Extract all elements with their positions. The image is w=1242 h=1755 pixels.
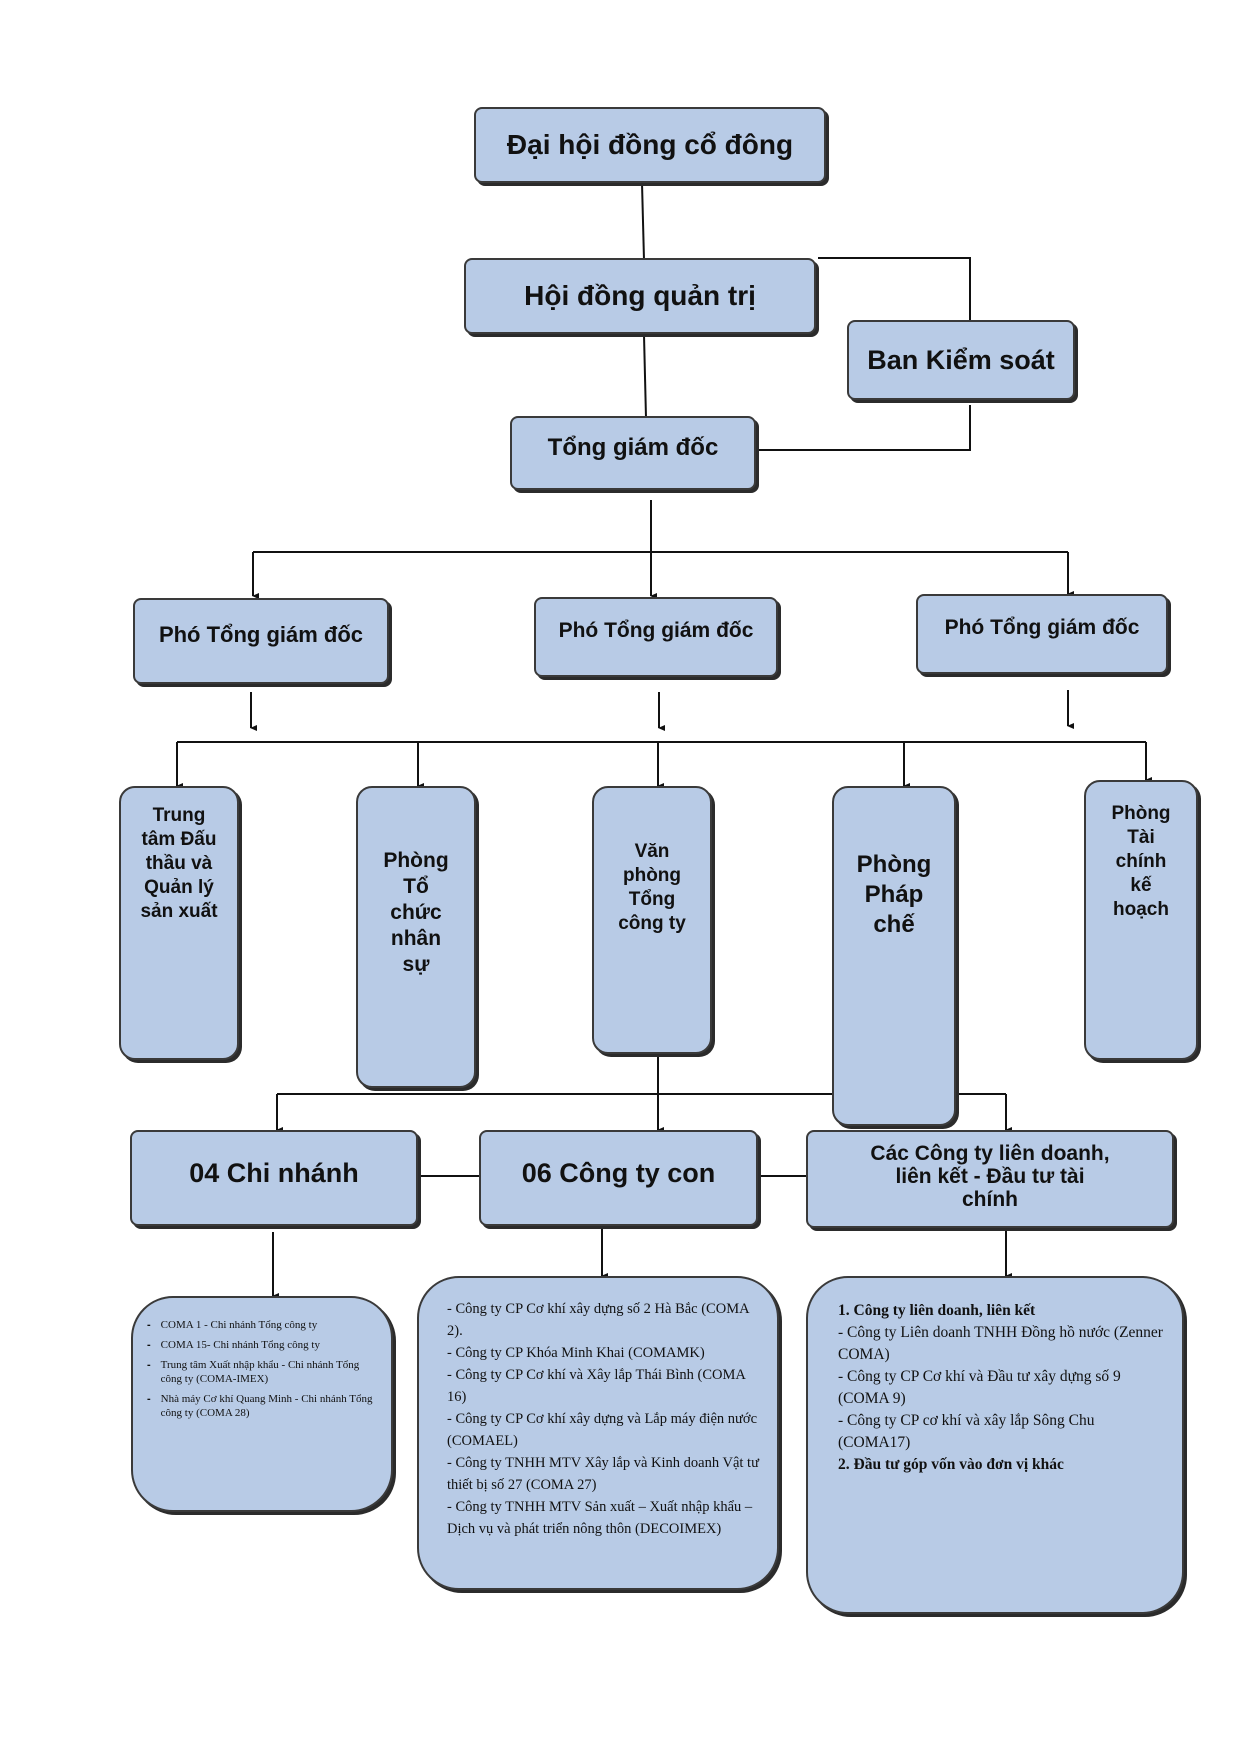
joint-heading-2: 2. Đầu tư góp vốn vào đơn vị khác [838,1456,1064,1473]
dept-personnel-line-2: Tổ [403,875,429,898]
node-joint-line-1: Các Công ty liên doanh, [870,1142,1110,1165]
node-vp-left: Phó Tổng giám đốc [133,598,389,684]
dept-legal-line-2: Pháp [864,881,924,908]
node-joint-line-2: liên kết - Đầu tư tài [895,1165,1085,1188]
branch-item-4: -Nhà máy Cơ khí Quang Minh - Chi nhánh T… [147,1393,373,1419]
subsidiary-item-1: - Công ty CP Cơ khí xây dựng số 2 Hà Bắc… [447,1301,749,1339]
node-supervisory: Ban Kiểm soát [847,320,1075,400]
node-vp-right-label: Phó Tổng giám đốc [944,616,1140,639]
subsidiary-item-3: - Công ty CP Cơ khí và Xây lắp Thái Bình… [447,1367,746,1405]
dept-bidding-line-4: Quản lý [144,877,214,898]
dept-bidding-production: Trung tâm Đấu thầu và Quản lý sản xuất [119,786,239,1060]
dept-bidding-line-1: Trung [152,805,206,826]
node-branches: 04 Chi nhánh [130,1130,418,1226]
dept-legal-line-3: chế [873,911,915,938]
node-subsidiaries: 06 Công ty con [479,1130,758,1226]
node-joint-ventures: Các Công ty liên doanh, liên kết - Đầu t… [806,1130,1174,1228]
branch-item-1: -COMA 1 - Chi nhánh Tổng công ty [147,1319,318,1331]
dept-bidding-line-5: sản xuất [140,901,218,922]
dept-finance-line-5: hoạch [1113,899,1169,920]
dept-office-line-4: công ty [618,913,686,934]
node-vp-center: Phó Tổng giám đốc [534,597,778,677]
branches-list-panel: -COMA 1 - Chi nhánh Tổng công ty -COMA 1… [131,1296,393,1512]
dept-finance-line-4: kế [1130,875,1152,896]
dept-personnel-line-1: Phòng [383,849,449,872]
dept-personnel-line-3: chức [390,901,442,924]
branch-item-2: -COMA 15- Chi nhánh Tổng công ty [147,1339,320,1351]
dept-finance-line-1: Phòng [1111,803,1171,824]
joint-list: 1. Công ty liên doanh, liên kết - Công t… [838,1300,1164,1476]
node-vp-center-label: Phó Tổng giám đốc [558,619,754,642]
node-supervisory-label: Ban Kiểm soát [867,344,1055,375]
dept-office-line-3: Tổng [628,889,676,910]
dept-bidding-line-2: tâm Đấu [141,829,217,850]
joint-item-1: - Công ty Liên doanh TNHH Đồng hồ nước (… [838,1324,1163,1363]
branches-list: -COMA 1 - Chi nhánh Tổng công ty -COMA 1… [147,1318,379,1426]
dept-legal: Phòng Pháp chế [832,786,956,1126]
subsidiary-item-6: - Công ty TNHH MTV Sản xuất – Xuất nhập … [447,1499,753,1537]
dept-personnel-line-5: sự [402,953,430,976]
dept-bidding-line-3: thầu và [145,853,213,874]
node-subsidiaries-label: 06 Công ty con [521,1158,716,1188]
node-joint-line-3: chính [962,1188,1018,1211]
subsidiaries-list-panel: - Công ty CP Cơ khí xây dựng số 2 Hà Bắc… [417,1276,779,1590]
joint-list-panel: 1. Công ty liên doanh, liên kết - Công t… [806,1276,1184,1614]
dept-finance-line-3: chính [1115,851,1167,872]
dept-office-line-2: phòng [622,865,682,886]
joint-item-3: - Công ty CP cơ khí và xây lắp Sông Chu … [838,1412,1095,1451]
dept-finance: Phòng Tài chính kế hoạch [1084,780,1198,1060]
node-ceo-label: Tổng giám đốc [547,434,719,461]
node-board-label: Hội đồng quản trị [524,280,756,311]
dept-legal-line-1: Phòng [856,851,932,878]
node-vp-right: Phó Tổng giám đốc [916,594,1168,674]
node-shareholders: Đại hội đồng cổ đông [474,107,826,183]
dept-finance-line-2: Tài [1127,827,1155,848]
node-ceo: Tổng giám đốc [510,416,756,490]
node-shareholders-label: Đại hội đồng cổ đông [506,129,794,160]
dept-office-line-1: Văn [634,841,670,862]
joint-item-2: - Công ty CP Cơ khí và Đầu tư xây dựng s… [838,1368,1121,1407]
node-vp-left-label: Phó Tổng giám đốc [158,622,364,647]
dept-personnel-line-4: nhân [390,927,442,950]
branch-item-3: -Trung tâm Xuất nhập khẩu - Chi nhánh Tổ… [147,1359,360,1385]
node-branches-label: 04 Chi nhánh [189,1158,359,1188]
node-board: Hội đồng quản trị [464,258,816,334]
subsidiaries-list: - Công ty CP Cơ khí xây dựng số 2 Hà Bắc… [447,1298,761,1540]
dept-personnel: Phòng Tổ chức nhân sự [356,786,476,1088]
joint-heading-1: 1. Công ty liên doanh, liên kết [838,1302,1036,1319]
subsidiary-item-4: - Công ty CP Cơ khí xây dựng và Lắp máy … [447,1411,758,1449]
dept-office: Văn phòng Tổng công ty [592,786,712,1054]
subsidiary-item-5: - Công ty TNHH MTV Xây lắp và Kinh doanh… [447,1455,759,1493]
subsidiary-item-2: - Công ty CP Khóa Minh Khai (COMAMK) [447,1345,705,1361]
